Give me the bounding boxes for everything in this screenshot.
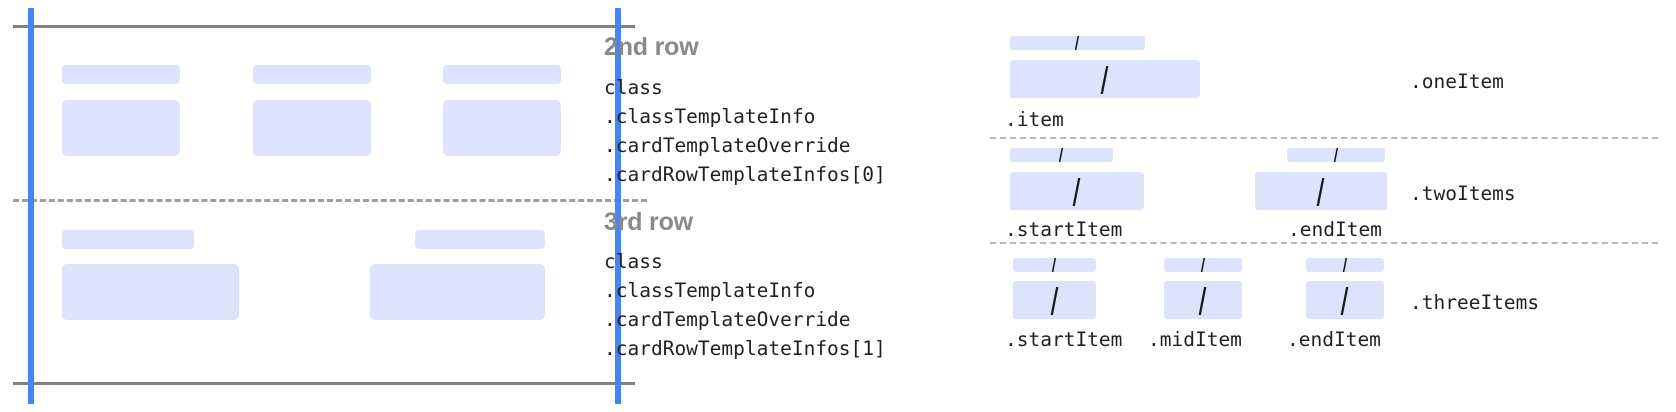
row2-annotation-code: class .classTemplateInfo .cardTemplateOv… [604, 76, 886, 186]
card-top-border [13, 25, 635, 28]
row3-col2-label-placeholder [415, 230, 545, 249]
threeitems-startitem-label: .startItem [1005, 328, 1123, 351]
slash-icon: / [1199, 281, 1207, 319]
variant-separator-2 [990, 242, 1658, 244]
twoitems-startitem-label-chip: / [1010, 148, 1113, 162]
threeitems-group-label: .threeItems [1410, 291, 1540, 314]
threeitems-enditem-label-chip: / [1306, 258, 1384, 272]
row3-col2-value-placeholder [370, 264, 545, 320]
slash-icon: / [1200, 258, 1206, 272]
twoitems-group-label: .twoItems [1410, 182, 1516, 205]
row2-col2-value-placeholder [253, 100, 371, 156]
slash-icon: / [1101, 60, 1109, 98]
threeitems-miditem-label-chip: / [1164, 258, 1242, 272]
twoitems-startitem-value-chip: / [1010, 172, 1144, 210]
row3-annotation-code: class .classTemplateInfo .cardTemplateOv… [604, 250, 886, 360]
row2-col1-value-placeholder [62, 100, 180, 156]
slash-icon: / [1317, 172, 1325, 210]
slash-icon: / [1073, 172, 1081, 210]
twoitems-enditem-label-chip: / [1287, 148, 1385, 162]
oneitem-item-label: .item [1005, 108, 1064, 131]
threeitems-miditem-label: .midItem [1148, 328, 1242, 351]
row2-col3-label-placeholder [443, 65, 561, 84]
row3-col1-label-placeholder [62, 230, 194, 249]
slash-icon: / [1333, 148, 1339, 162]
threeitems-miditem-value-chip: / [1164, 281, 1242, 319]
threeitems-enditem-label: .endItem [1287, 328, 1381, 351]
slash-icon: / [1058, 148, 1065, 162]
row-separator-dashed [13, 199, 647, 202]
twoitems-enditem-label: .endItem [1288, 218, 1382, 241]
slash-icon: / [1074, 36, 1081, 50]
card-bottom-border [13, 382, 635, 385]
variant-separator-1 [990, 137, 1658, 139]
right-edge-guide [615, 8, 621, 404]
row3-col1-value-placeholder [62, 264, 239, 320]
twoitems-startitem-label: .startItem [1005, 218, 1123, 241]
slash-icon: / [1342, 258, 1348, 272]
threeitems-startitem-value-chip: / [1013, 281, 1096, 319]
left-edge-guide [28, 8, 34, 404]
row2-col2-label-placeholder [253, 65, 371, 84]
twoitems-enditem-value-chip: / [1255, 172, 1387, 210]
oneitem-item-label-chip: / [1010, 36, 1145, 50]
slash-icon: / [1341, 281, 1349, 319]
row2-col1-label-placeholder [62, 65, 180, 84]
threeitems-enditem-value-chip: / [1306, 281, 1384, 319]
slash-icon: / [1051, 258, 1058, 272]
oneitem-item-value-chip: / [1010, 60, 1200, 98]
threeitems-startitem-label-chip: / [1013, 258, 1096, 272]
oneitem-group-label: .oneItem [1410, 70, 1504, 93]
slash-icon: / [1050, 281, 1059, 319]
row2-annotation-title: 2nd row [604, 33, 699, 61]
row3-annotation-title: 3rd row [604, 208, 693, 236]
row2-col3-value-placeholder [443, 100, 561, 156]
